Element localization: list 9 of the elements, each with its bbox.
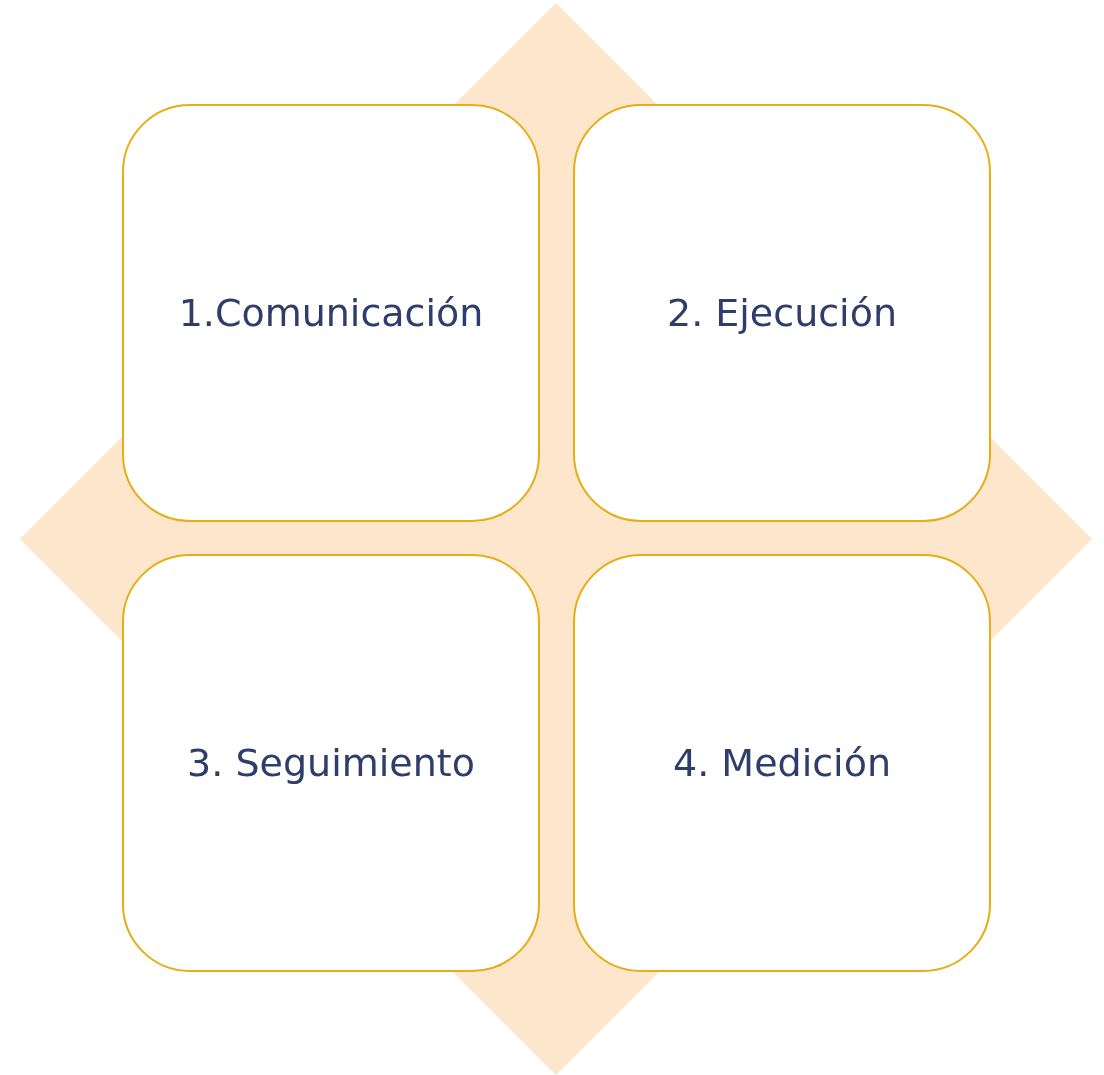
box-label: 2. Ejecución <box>666 291 897 335</box>
box-label: 4. Medición <box>673 741 891 785</box>
rounded-box <box>573 104 991 522</box>
diamond-background <box>20 3 1092 1075</box>
box-label: 1.Comunicación <box>178 291 484 335</box>
box-label: 3. Seguimiento <box>187 741 475 785</box>
rounded-box <box>573 554 991 972</box>
rounded-box <box>122 554 540 972</box>
rounded-box <box>122 104 540 522</box>
